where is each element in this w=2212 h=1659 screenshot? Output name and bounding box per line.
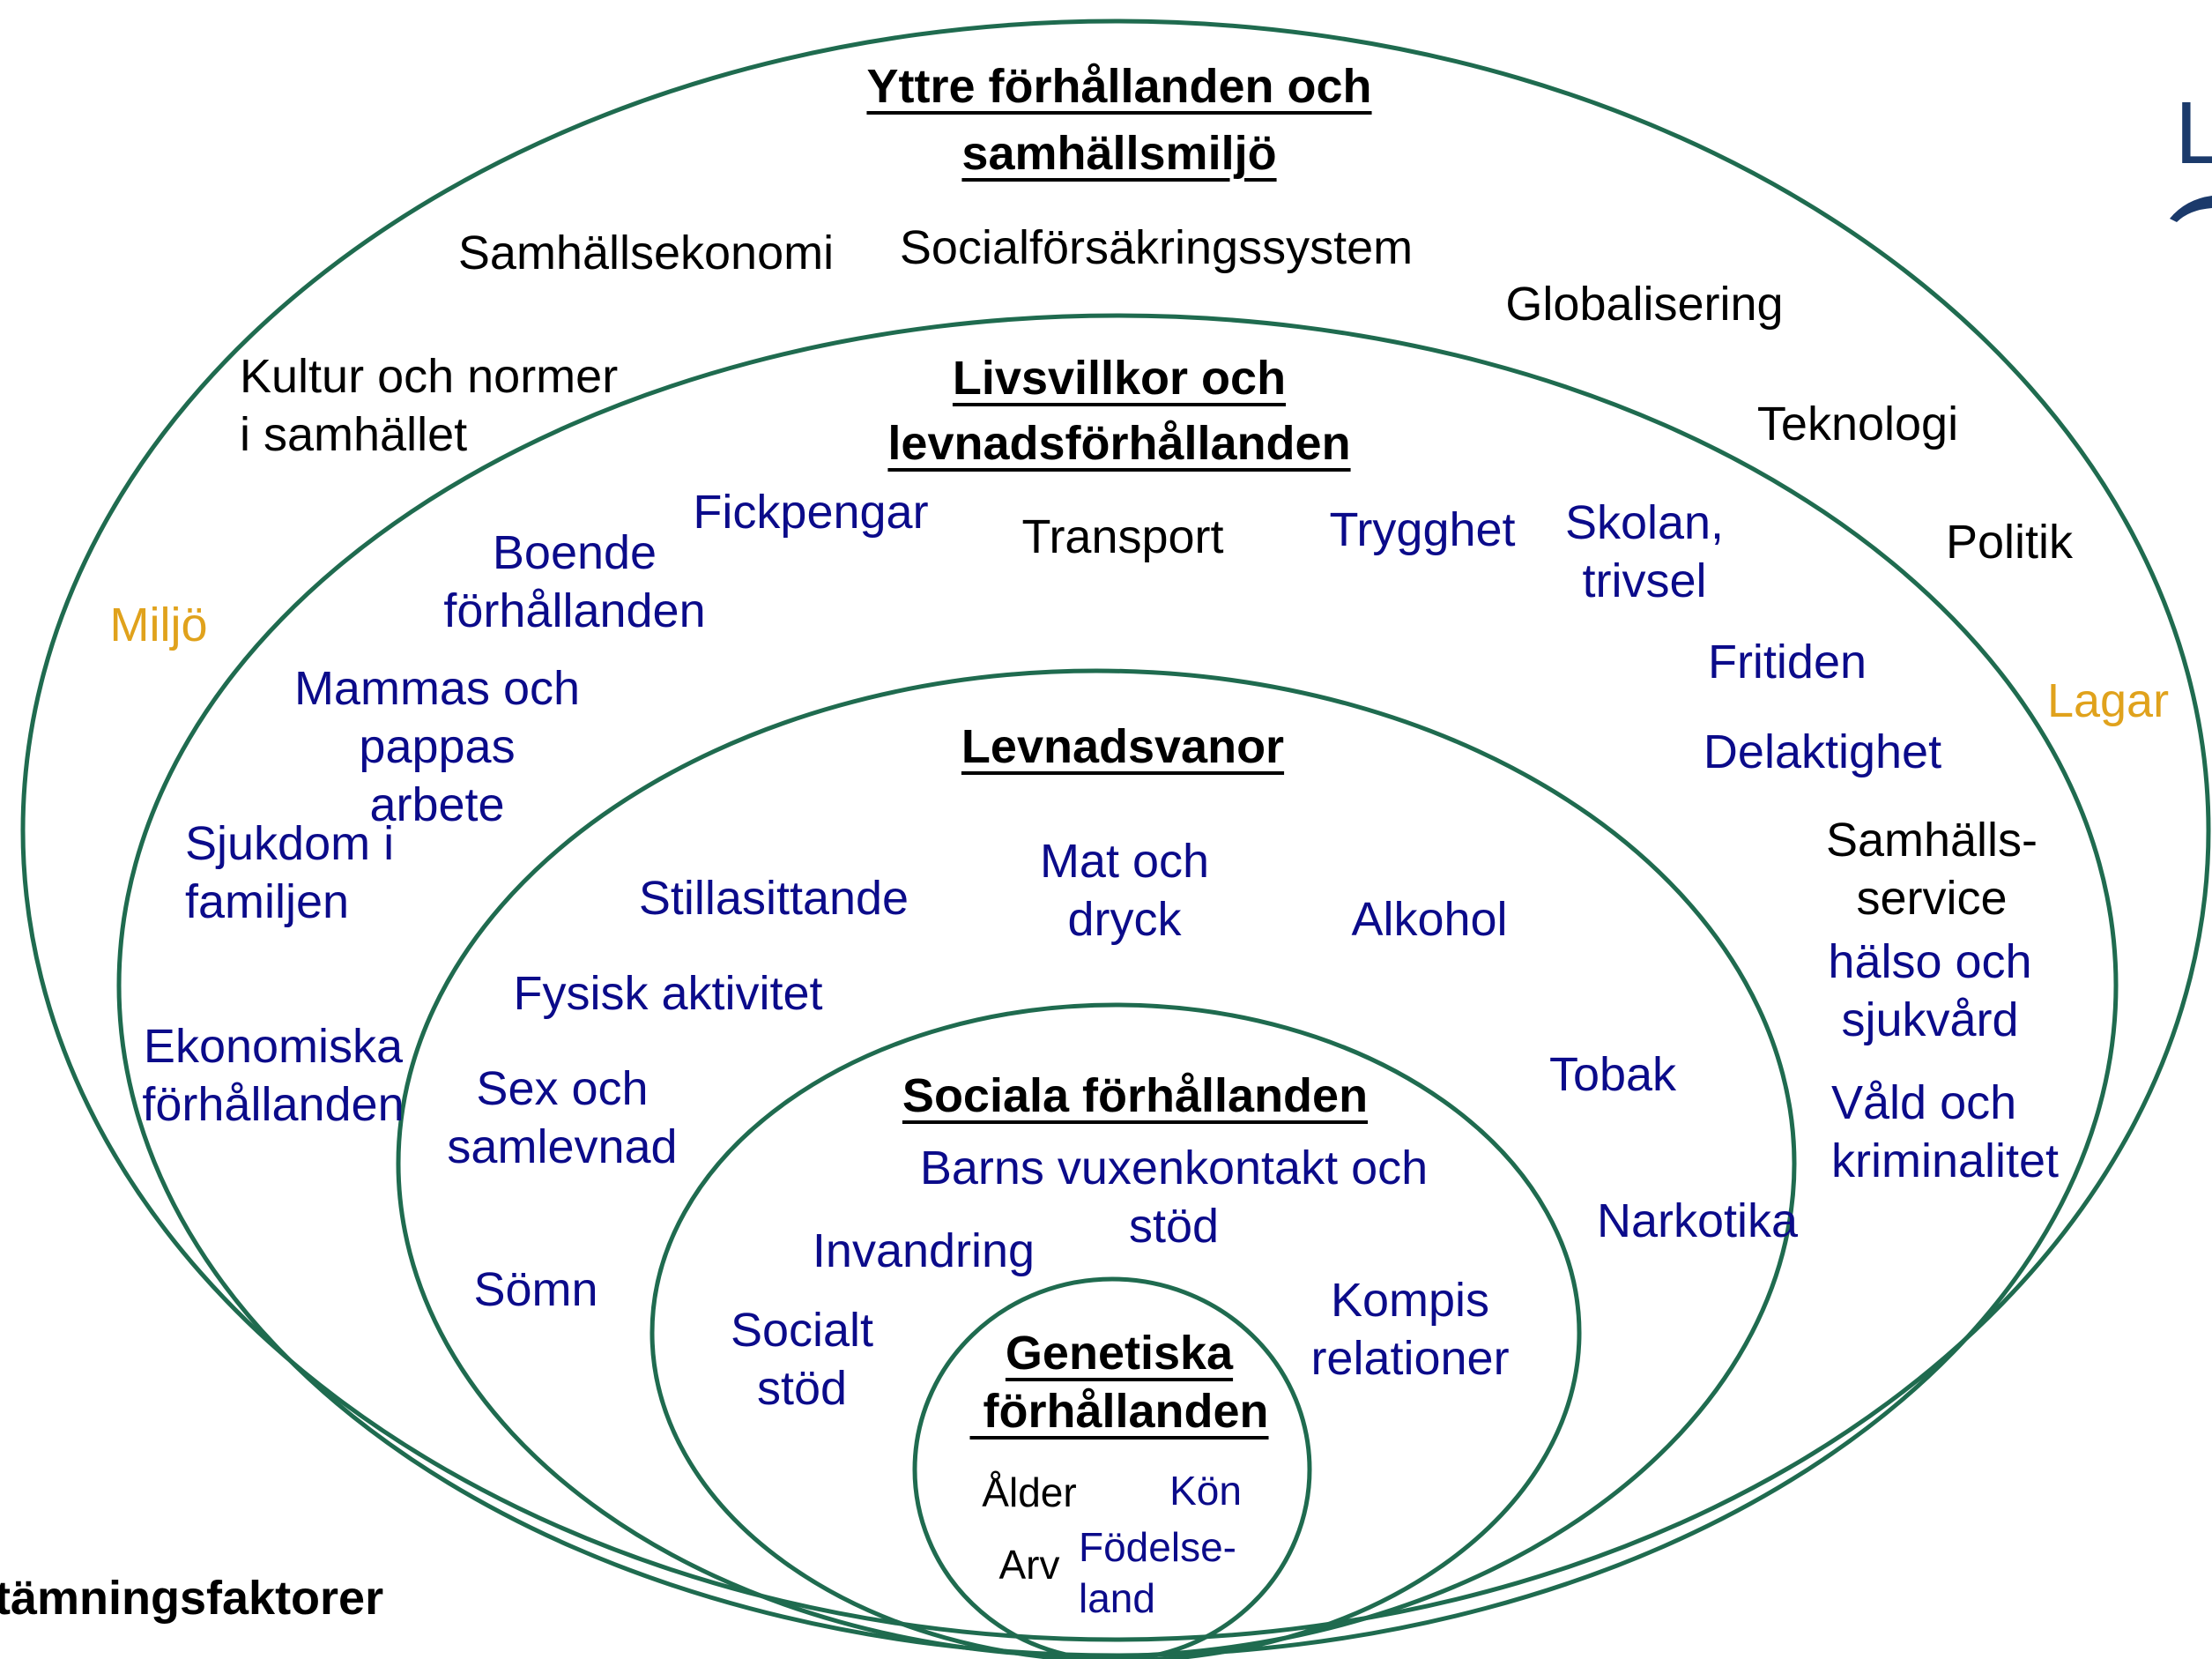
living-title: Livsvillkor och levnadsförhållanden	[887, 352, 1351, 470]
label-ekonomiska: Ekonomiska förhållanden	[142, 1020, 405, 1131]
label-barns: Barns vuxenkontakt och stöd	[919, 1142, 1429, 1253]
label-boende: Boende förhållanden	[443, 526, 706, 637]
social-title: Sociala förhållanden	[902, 1069, 1369, 1122]
outer-title: Yttre förhållanden och samhällsmiljö	[866, 60, 1372, 180]
label-fritiden: Fritiden	[1707, 636, 1867, 688]
label-kon: Kön	[1169, 1468, 1242, 1514]
label-arv: Arv	[998, 1542, 1060, 1588]
habits-ellipse	[396, 668, 1797, 1659]
label-stillasittande: Stillasittande	[638, 872, 909, 925]
genetic-title: Genetiska förhållanden	[983, 1327, 1269, 1438]
label-skolan: Skolan, trivsel	[1564, 496, 1725, 607]
label-samhallsekonomi: Samhällsekonomi	[457, 227, 835, 279]
label-invandring: Invandring	[812, 1224, 1035, 1277]
label-mat: Mat och dryck	[1039, 835, 1210, 946]
label-tobak: Tobak	[1548, 1048, 1677, 1101]
outer-ellipse	[20, 19, 2211, 1642]
label-halso: hälso och sjukvård	[1828, 935, 2032, 1046]
label-trygghet: Trygghet	[1329, 503, 1516, 556]
label-kultur: Kultur och normer i samhället	[240, 350, 619, 461]
habits-title: Levnadsvanor	[961, 720, 1285, 773]
social-ellipse	[649, 1002, 1582, 1659]
genetic-ellipse	[912, 1276, 1312, 1659]
label-teknologi: Teknologi	[1756, 398, 1959, 450]
label-kompis: Kompis relationer	[1310, 1274, 1510, 1385]
label-transport: Transport	[1021, 510, 1224, 563]
label-politik: Politik	[1945, 516, 2074, 569]
label-fysisk: Fysisk aktivitet	[513, 967, 823, 1020]
label-delaktighet: Delaktighet	[1703, 725, 1942, 778]
label-lagar: Lagar	[2046, 674, 2170, 727]
label-miljo: Miljö	[109, 599, 208, 651]
label-fickpengar: Fickpengar	[693, 486, 929, 539]
label-narkotika: Narkotika	[1596, 1194, 1799, 1247]
label-alkohol: Alkohol	[1351, 893, 1508, 946]
label-somn: Sömn	[473, 1263, 598, 1316]
label-sjukdom: Sjukdom i familjen	[185, 817, 395, 928]
logo-swoosh-icon	[2170, 196, 2212, 222]
label-alder: Ålder	[982, 1469, 1077, 1515]
label-globalisering: Globalisering	[1505, 278, 1784, 331]
label-samhallsservice: Samhälls- service	[1825, 814, 2038, 925]
label-mammas: Mammas och pappas arbete	[293, 662, 581, 831]
label-sex: Sex och samlevnad	[447, 1062, 678, 1173]
label-socialforsakring: Socialförsäkringssystem	[899, 221, 1414, 274]
logo-letter: L	[2175, 84, 2212, 182]
footer-fragment: tämningsfaktorer	[0, 1572, 384, 1625]
label-socialt-stod: Socialt stöd	[730, 1304, 874, 1415]
label-fodelseland: Födelse- land	[1079, 1524, 1236, 1621]
label-vald: Våld och kriminalitet	[1831, 1076, 2060, 1187]
